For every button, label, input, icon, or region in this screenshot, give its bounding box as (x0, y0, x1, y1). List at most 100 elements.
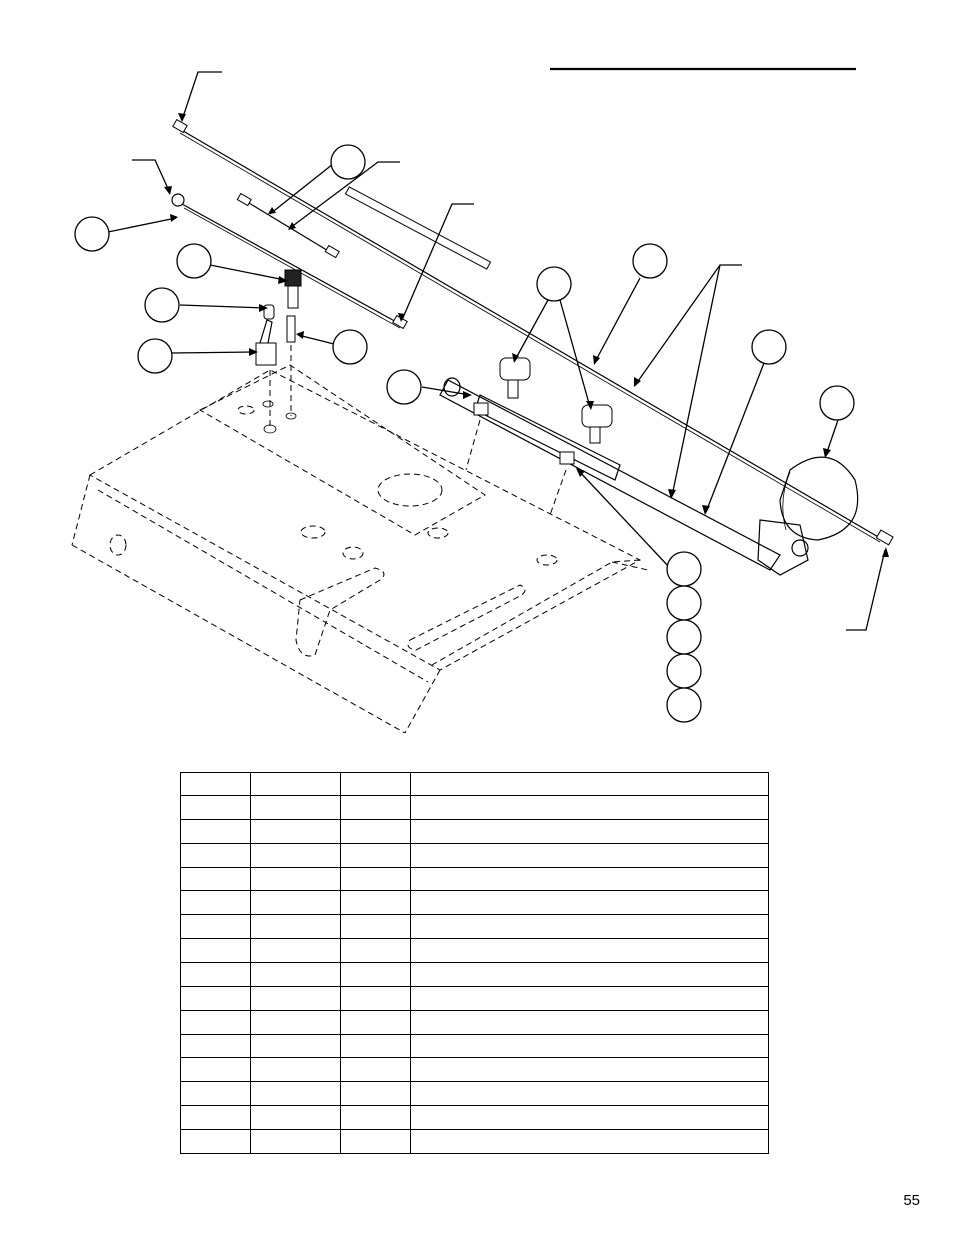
table-cell (410, 890, 769, 916)
arrow-heads (164, 113, 889, 557)
column-header (250, 772, 341, 796)
callout-balloon (74, 216, 110, 252)
table-row (180, 938, 769, 964)
callout-balloon (137, 338, 173, 374)
table-cell (340, 1033, 411, 1059)
table-row (180, 1057, 769, 1083)
table-cell (250, 1105, 341, 1131)
table-cell (410, 1033, 769, 1059)
callout-balloon (819, 385, 855, 421)
toggle-switch (255, 304, 277, 366)
callout-balloon (332, 329, 368, 365)
table-row (180, 795, 769, 820)
table-cell (250, 1033, 341, 1059)
callout-balloon (666, 585, 702, 621)
table-cell (410, 1129, 769, 1154)
table-row (180, 1105, 769, 1131)
callout-balloon (666, 687, 702, 723)
table-cell (340, 1129, 411, 1154)
table-cell (180, 1081, 251, 1107)
table-cell (410, 985, 769, 1011)
table-cell (180, 1129, 251, 1154)
table-cell (340, 1105, 411, 1131)
table-cell (180, 962, 251, 987)
table-cell (410, 795, 769, 820)
table-row (180, 890, 769, 916)
column-header (340, 772, 411, 796)
callout-balloons (74, 144, 855, 723)
exploded-parts-diagram (71, 67, 894, 734)
table-cell (250, 866, 341, 892)
callout-balloon (751, 329, 787, 365)
table-row (180, 842, 769, 868)
table-cell (340, 818, 411, 844)
table-cell (180, 1033, 251, 1059)
callout-balloon (386, 369, 422, 405)
table-cell (340, 914, 411, 940)
table-cell (250, 914, 341, 940)
table-cell (340, 795, 411, 820)
column-header (180, 772, 251, 796)
table-cell (180, 795, 251, 820)
callout-balloon (666, 619, 702, 655)
table-cell (250, 1081, 341, 1107)
table-row (180, 818, 769, 844)
table-cell (250, 938, 341, 964)
table-row (180, 1009, 769, 1035)
table-cell (410, 866, 769, 892)
table-row (180, 866, 769, 892)
callout-balloon (144, 287, 180, 323)
deck-plate (71, 345, 649, 734)
indicator-light (284, 269, 302, 309)
table-cell (250, 1057, 341, 1083)
table-row (180, 962, 769, 987)
callout-balloon (330, 144, 366, 180)
table-row (180, 985, 769, 1011)
table-cell (250, 890, 341, 916)
table-cell (250, 795, 341, 820)
table-cell (410, 914, 769, 940)
callout-balloon (536, 266, 572, 302)
callout-balloon (666, 653, 702, 689)
table-cell (410, 818, 769, 844)
leader-lines (107, 71, 886, 631)
table-cell (340, 962, 411, 987)
pin (286, 315, 296, 343)
lamp (779, 456, 859, 541)
callout-balloon (176, 243, 212, 279)
table-cell (180, 1105, 251, 1131)
table-cell (180, 818, 251, 844)
table-cell (250, 985, 341, 1011)
parts-list-table (180, 772, 769, 1154)
table-cell (180, 890, 251, 916)
table-cell (410, 962, 769, 987)
table-cell (340, 1009, 411, 1035)
table-cell (250, 842, 341, 868)
page-number: 55 (903, 1192, 920, 1209)
table-cell (180, 866, 251, 892)
table-header-row (180, 772, 769, 796)
table-row (180, 1081, 769, 1107)
table-cell (250, 962, 341, 987)
table-cell (410, 1105, 769, 1131)
lower-cable (171, 193, 408, 330)
table-cell (180, 1009, 251, 1035)
table-cell (410, 842, 769, 868)
callout-balloon (632, 243, 668, 279)
table-cell (180, 938, 251, 964)
table-cell (410, 1081, 769, 1107)
upper-cable (172, 118, 894, 546)
table-cell (340, 890, 411, 916)
table-cell (340, 938, 411, 964)
table-cell (410, 938, 769, 964)
table-row (180, 1129, 769, 1154)
table-cell (250, 1009, 341, 1035)
table-cell (180, 985, 251, 1011)
table-cell (180, 1057, 251, 1083)
table-row (180, 1033, 769, 1059)
table-cell (340, 985, 411, 1011)
table-cell (340, 1057, 411, 1083)
table-cell (410, 1009, 769, 1035)
table-cell (340, 842, 411, 868)
table-cell (180, 842, 251, 868)
